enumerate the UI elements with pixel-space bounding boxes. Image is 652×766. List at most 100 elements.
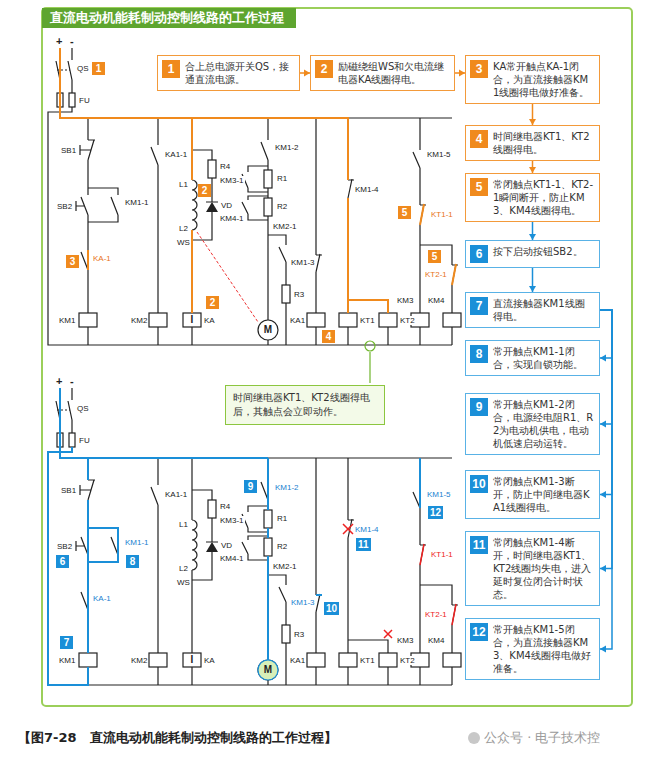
arrowhead xyxy=(600,565,606,572)
arrowhead xyxy=(600,421,606,428)
symbol-letter: M xyxy=(264,325,272,335)
callout-number: 10 xyxy=(324,602,339,615)
component-label: KM1-3 xyxy=(290,258,316,267)
step-box: 10常闭触点KM1-3断开，防止中间继电器KA1线圈得电。 xyxy=(465,470,600,519)
step-box: 12常开触点KM1-5闭合，为直流接触器KM3、KM4线圈得电做好准备。 xyxy=(465,618,600,680)
component-label: VD xyxy=(220,541,233,550)
callout-box: 时间继电器KT1、KT2线圈得电后，其触点会立即动作。 xyxy=(225,385,385,425)
component-label: SB1 xyxy=(60,146,77,155)
step-number: 9 xyxy=(470,398,488,416)
step-number: 3 xyxy=(470,60,488,78)
step-number: 10 xyxy=(470,475,488,493)
callout-number: 8 xyxy=(126,555,139,568)
component-label: WS xyxy=(176,578,191,587)
component-label: KA1 xyxy=(289,316,306,325)
component-label: KT1 xyxy=(359,316,376,325)
terminal-sign: + xyxy=(56,36,62,47)
component-label: KA1-1 xyxy=(164,150,188,159)
component-label: R1 xyxy=(276,514,288,523)
connector-line xyxy=(600,310,612,495)
step-box: 8常开触点KM1-1闭合，实现自锁功能。 xyxy=(465,340,600,376)
component-label: R4 xyxy=(219,502,231,511)
step-text: 常闭触点KM1-4断开，时间继电器KT1、KT2线圈均失电，进入延时复位闭合计时… xyxy=(493,536,594,601)
callout-number: 12 xyxy=(428,506,443,519)
component-label: KM4 xyxy=(427,636,445,645)
component-label: QS xyxy=(76,404,90,413)
current-path-bottom xyxy=(48,388,456,685)
component-label: KM1-1 xyxy=(124,198,150,207)
component-label: R2 xyxy=(276,202,288,211)
symbol-letter: I xyxy=(191,315,194,325)
callout-leader xyxy=(365,341,375,383)
component-label: R4 xyxy=(219,162,231,171)
step-box: 5常闭触点KT1-1、KT2-1瞬间断开，防止KM3、KM4线圈得电。 xyxy=(465,173,600,222)
component-label: SB2 xyxy=(56,542,73,551)
watermark: 公众号 · 电子技术控 xyxy=(484,730,600,746)
flow-arrow xyxy=(529,161,536,173)
component-label: KM1-5 xyxy=(426,150,452,159)
terminal-sign: - xyxy=(70,36,74,47)
component-label: KM1-1 xyxy=(124,538,150,547)
component-label: KT1-1 xyxy=(430,210,454,219)
callout-number: 11 xyxy=(356,538,371,551)
flow-arrow xyxy=(529,268,536,292)
callout-number: 5 xyxy=(428,250,441,263)
component-label: KT2-1 xyxy=(424,610,448,619)
step-text: 时间继电器KT1、KT2线圈得电。 xyxy=(493,130,594,156)
component-label: KT2-1 xyxy=(424,270,448,279)
step-number: 4 xyxy=(470,130,488,148)
component-label: KM1-3 xyxy=(290,598,316,607)
flow-arrow xyxy=(455,70,465,77)
component-label: KT1 xyxy=(359,656,376,665)
component-label: KM3-1 xyxy=(219,516,245,525)
connector-line xyxy=(600,310,612,424)
step-number: 5 xyxy=(470,178,488,196)
step-number: 12 xyxy=(470,623,488,641)
step-text: 直流接触器KM1线圈得电。 xyxy=(493,297,594,323)
flow-arrow xyxy=(529,104,536,125)
component-label: QS xyxy=(76,64,90,73)
step-box: 4 时间继电器KT1、KT2线圈得电。 xyxy=(465,125,600,161)
step-number: 6 xyxy=(470,245,488,263)
step-number: 11 xyxy=(470,536,488,554)
component-label: SB1 xyxy=(60,486,77,495)
step-text: KA常开触点KA-1闭合，为直流接触器KM1线圈得电做好准备。 xyxy=(493,60,594,99)
current-path-top xyxy=(60,48,456,322)
callout-number: 9 xyxy=(244,480,257,493)
component-label: KM1 xyxy=(58,316,76,325)
component-label: KM1-5 xyxy=(426,490,452,499)
figure-caption: 【图7-28 直流电动机能耗制动控制线路的工作过程】 xyxy=(18,730,337,746)
flow-arrow xyxy=(600,310,612,653)
component-label: KM3-1 xyxy=(219,176,245,185)
step-text: 常开触点KM1-2闭合，电源经电阻R1、R2为电动机供电，电动机低速启动运转。 xyxy=(493,398,594,450)
terminal-sign: - xyxy=(70,376,74,387)
step-number: 8 xyxy=(470,345,488,363)
component-label: KA1 xyxy=(289,656,306,665)
step-box: 7直流接触器KM1线圈得电。 xyxy=(465,292,600,328)
step-box: 6 按下启动按钮SB2。 xyxy=(465,240,600,268)
panel-frame xyxy=(42,8,632,706)
component-label: VD xyxy=(220,201,233,210)
component-label: R3 xyxy=(293,290,305,299)
component-label: FU xyxy=(78,436,91,445)
arrowhead xyxy=(600,355,606,362)
callout-number: 2 xyxy=(206,296,219,309)
step-text: 按下启动按钮SB2。 xyxy=(493,245,594,263)
title-banner: 直流电动机能耗制动控制线路的工作过程 xyxy=(42,8,296,28)
component-label: KM4-1 xyxy=(219,214,245,223)
component-label: KT1-1 xyxy=(430,550,454,559)
flow-arrow xyxy=(529,222,536,240)
connector-line xyxy=(600,310,612,358)
component-label: KM1 xyxy=(58,656,76,665)
component-label: KM4 xyxy=(427,296,445,305)
component-label: L2 xyxy=(178,564,189,573)
component-label: KM2 xyxy=(130,656,148,665)
component-label: KM1-2 xyxy=(274,483,300,492)
component-label: KM3 xyxy=(396,296,414,305)
watermark-icon xyxy=(468,732,480,744)
arrowhead xyxy=(600,646,606,653)
component-label: KA xyxy=(203,316,216,325)
component-label: SB2 xyxy=(56,202,73,211)
step-box: 2励磁绕组WS和欠电流继电器KA线圈得电。 xyxy=(310,55,455,91)
